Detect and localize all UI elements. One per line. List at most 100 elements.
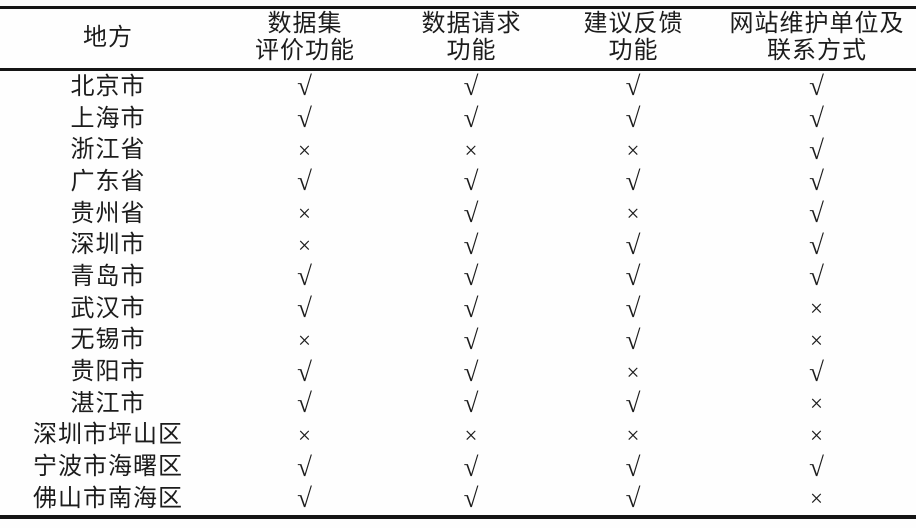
table-row: 深圳市 × √ √ √ [0,229,916,261]
open-data-platform-feature-table: 地方 数据集 评价功能 数据请求 功能 建议反馈 功能 网站维护单位及 联系方式 [0,6,916,519]
column-header-data-request-line2: 功能 [446,38,497,64]
check-mark: √ [463,356,480,387]
column-header-place: 地方 [0,7,216,71]
place-cell: 宁波市海曙区 [33,454,183,481]
check-mark: √ [463,451,480,482]
column-header-dataset-eval-line2: 评价功能 [255,38,355,64]
cross-mark: × [626,359,641,385]
check-mark: √ [297,451,313,482]
check-mark: √ [463,324,480,355]
check-mark: √ [809,356,825,387]
cross-mark: × [464,422,479,448]
check-mark: √ [297,293,313,324]
cross-mark: × [298,201,312,227]
check-mark: √ [463,261,480,292]
column-header-maintenance-line2: 联系方式 [767,38,867,64]
check-mark: √ [297,71,313,102]
check-mark: √ [463,103,480,134]
table-row: 上海市 √ √ √ √ [0,103,916,135]
column-header-feedback-line2: 功能 [608,38,659,64]
check-mark: √ [463,166,480,197]
check-mark: √ [297,103,313,134]
cross-mark: × [810,327,824,353]
cross-mark: × [810,296,824,322]
check-mark: √ [463,71,480,102]
cross-mark: × [810,391,824,417]
place-cell: 浙江省 [70,137,146,164]
column-header-data-request: 数据请求 功能 [394,7,549,71]
check-mark: √ [297,388,313,419]
cross-mark: × [626,137,641,163]
place-cell: 上海市 [70,105,146,132]
check-mark: √ [625,71,642,102]
place-cell: 佛山市南海区 [33,485,183,512]
column-header-maintenance-line1: 网站维护单位及 [729,11,905,37]
column-header-dataset-eval: 数据集 评价功能 [216,7,394,71]
header-row: 地方 数据集 评价功能 数据请求 功能 建议反馈 功能 网站维护单位及 联系方式 [0,7,916,71]
cross-mark: × [298,422,312,448]
column-header-dataset-eval-line1: 数据集 [267,11,343,37]
cross-mark: × [626,201,641,227]
column-header-feedback-line1: 建议反馈 [583,11,684,37]
check-mark: √ [625,293,642,324]
cross-mark: × [298,327,312,353]
check-mark: √ [809,103,825,134]
table-row: 广东省 √ √ √ √ [0,166,916,198]
table-row: 深圳市坪山区 × × × × [0,420,916,452]
check-mark: √ [297,356,313,387]
column-header-data-request-line1: 数据请求 [421,11,522,37]
table-row: 贵州省 × √ × √ [0,198,916,230]
table-row: 宁波市海曙区 √ √ √ √ [0,451,916,483]
column-header-place-label: 地方 [83,24,133,51]
check-mark: √ [297,261,313,292]
table-row: 浙江省 × × × √ [0,134,916,166]
check-mark: √ [625,388,642,419]
table-header: 地方 数据集 评价功能 数据请求 功能 建议反馈 功能 网站维护单位及 联系方式 [0,7,916,71]
check-mark: √ [297,483,313,514]
place-cell: 贵阳市 [70,359,146,386]
check-mark: √ [625,229,642,260]
cross-mark: × [810,486,824,512]
check-mark: √ [463,198,480,229]
place-cell: 贵州省 [70,200,146,227]
check-mark: √ [625,451,642,482]
check-mark: √ [809,134,825,165]
check-mark: √ [809,451,825,482]
place-cell: 无锡市 [70,327,146,354]
place-cell: 深圳市 [70,232,146,259]
check-mark: √ [625,103,642,134]
check-mark: √ [809,229,825,260]
cross-mark: × [626,422,641,448]
check-mark: √ [625,166,642,197]
place-cell: 湛江市 [70,390,146,417]
place-cell: 广东省 [70,168,146,195]
place-cell: 武汉市 [70,295,146,322]
check-mark: √ [463,229,480,260]
check-mark: √ [463,293,480,324]
table-row: 武汉市 √ √ √ × [0,293,916,325]
check-mark: √ [809,71,825,102]
place-cell: 深圳市坪山区 [33,422,183,449]
column-header-feedback: 建议反馈 功能 [549,7,718,71]
place-cell: 北京市 [70,73,146,100]
table-body: 北京市√√√√上海市√√√√浙江省×××√广东省√√√√贵州省×√×√深圳市×√… [0,70,916,517]
check-mark: √ [809,261,825,292]
check-mark: √ [297,166,313,197]
cross-mark: × [298,232,312,258]
check-mark: √ [625,324,642,355]
check-mark: √ [463,388,480,419]
check-mark: √ [625,483,642,514]
table-row: 北京市 √ √ √ √ [0,70,916,103]
check-mark: √ [625,261,642,292]
cross-mark: × [298,137,312,163]
table-row: 贵阳市 √ √ × √ [0,356,916,388]
check-mark: √ [809,198,825,229]
check-mark: √ [809,166,825,197]
cross-mark: × [810,422,824,448]
table-row: 湛江市 √ √ √ × [0,388,916,420]
table-row: 青岛市√√√√ [0,261,916,293]
check-mark: √ [463,483,480,514]
table-row: 无锡市 × √ √ × [0,325,916,357]
cross-mark: × [464,137,479,163]
